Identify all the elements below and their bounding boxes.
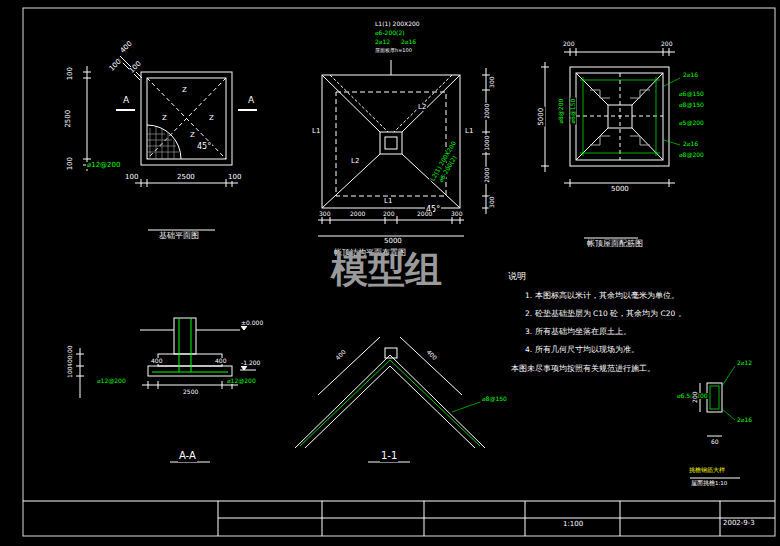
dimension-text: 400 <box>425 348 439 362</box>
drawing-label: 2. 砼垫基础垫层为 C10 砼，其余均为 C20 。 <box>524 310 687 318</box>
drawing-label: 5000 <box>610 186 630 193</box>
dimension-text: 2000 <box>484 167 490 184</box>
drawing-label: 100 <box>227 174 242 181</box>
drawing-label: L1 <box>311 128 321 135</box>
drawing-label: A <box>122 96 130 105</box>
drawing-label: ⌀12@200 <box>96 378 127 384</box>
drawing-label: Z <box>208 115 215 122</box>
dimension-text: 300 <box>489 195 495 208</box>
drawing-label: ±0.000 <box>240 320 264 326</box>
dimension-text: 100 <box>108 58 124 74</box>
dimension-text: 400 <box>119 40 135 56</box>
drawing-label: ⌀8@200 <box>678 152 705 158</box>
drawing-label: 2⌀16 <box>736 417 753 423</box>
drawing-label: 本图未尽事项均按照有关规范进行施工。 <box>510 365 656 373</box>
drawing-label: Z <box>181 87 188 94</box>
drawing-label: 300 <box>318 211 331 217</box>
drawing-label: 2⌀12 <box>736 360 753 366</box>
drawing-label: 400 <box>150 358 163 364</box>
drawing-label: 2500 <box>176 174 196 181</box>
drawing-label: 2⌀16 <box>400 39 417 45</box>
drawing-label: A <box>247 96 255 105</box>
drawing-label: 2⌀16 <box>682 72 699 78</box>
drawing-label: ⌀5@200 <box>678 120 705 126</box>
drawing-label: ⌀12@200 <box>226 378 257 384</box>
dimension-text: 100 <box>67 156 74 171</box>
drawing-label: 1. 本图标高以米计，其余均以毫米为单位。 <box>524 292 680 300</box>
drawing-label: L1(1) 200X200 <box>374 21 421 27</box>
drawing-label: -1.200 <box>240 360 261 366</box>
drawing-label: 2002-9-3 <box>722 520 756 527</box>
dimension-text: 300 <box>489 75 495 88</box>
drawing-label: 基础平面图 <box>158 232 200 240</box>
dimension-text: 100 <box>67 66 74 81</box>
drawing-label: 2000 <box>416 211 433 217</box>
drawing-label: 屋面板厚h=100 <box>374 48 413 53</box>
drawing-label: 2500 <box>182 389 199 395</box>
drawing-label: 说明 <box>507 272 527 281</box>
drawing-label: 60 <box>710 439 720 445</box>
drawing-label: 100 <box>124 174 139 181</box>
dimension-text: 100 <box>67 365 73 378</box>
drawing-label: L1 <box>464 128 474 135</box>
dimension-text: 400 <box>334 348 348 362</box>
dimension-text: 5000 <box>538 107 545 127</box>
drawing-label: 200 <box>562 41 575 47</box>
drawing-label: ⌀6-200(2) <box>374 30 406 36</box>
dimension-text: 1000 <box>484 135 490 152</box>
drawing-label: 5000 <box>383 238 403 245</box>
drawing-label: 300 <box>450 211 463 217</box>
drawing-label: 2⌀16 <box>682 141 699 147</box>
drawing-label: 400 <box>214 358 227 364</box>
dimension-text: ⌀8@200 <box>558 98 564 125</box>
drawing-label: 200 <box>382 211 395 217</box>
dimension-text: 2500 <box>65 109 72 129</box>
drawing-label: L2 <box>417 104 427 111</box>
drawing-label: 2000 <box>349 211 366 217</box>
drawing-label: 200 <box>660 41 673 47</box>
drawing-label: 模型组 <box>330 250 443 289</box>
drawing-label: Z <box>189 132 196 139</box>
drawing-label: ⌀8@150 <box>481 396 508 402</box>
drawing-label: 1:100 <box>562 521 584 528</box>
drawing-label: Z <box>161 115 168 122</box>
dimension-text: 2000 <box>484 103 490 120</box>
dimension-text: 200 <box>692 390 698 403</box>
drawing-label: L1 <box>383 198 393 205</box>
drawing-label: 3. 所有基础均坐落在原土上。 <box>524 328 632 336</box>
drawing-label: 4. 所有几何尺寸均以现场为准。 <box>524 346 640 354</box>
dimension-text: ⌀6@150 <box>570 98 576 125</box>
drawing-label: ⌀6@150 <box>678 91 705 97</box>
drawing-label: L2 <box>350 158 360 165</box>
drawing-label: 屋面挑檐1:10 <box>690 481 728 487</box>
drawing-label: 挑檐钢筋大样 <box>688 468 726 474</box>
drawing-label: 2⌀12 <box>374 39 391 45</box>
drawing-label: ⌀12@200 <box>86 162 121 169</box>
drawing-label: 1-1 <box>380 451 398 462</box>
drawing-label: ⌀8@150 <box>678 102 705 108</box>
drawing-label: 帐顶屋面配筋图 <box>586 240 644 248</box>
drawing-label: A-A <box>178 451 197 462</box>
drawing-label: 45° <box>196 143 212 151</box>
